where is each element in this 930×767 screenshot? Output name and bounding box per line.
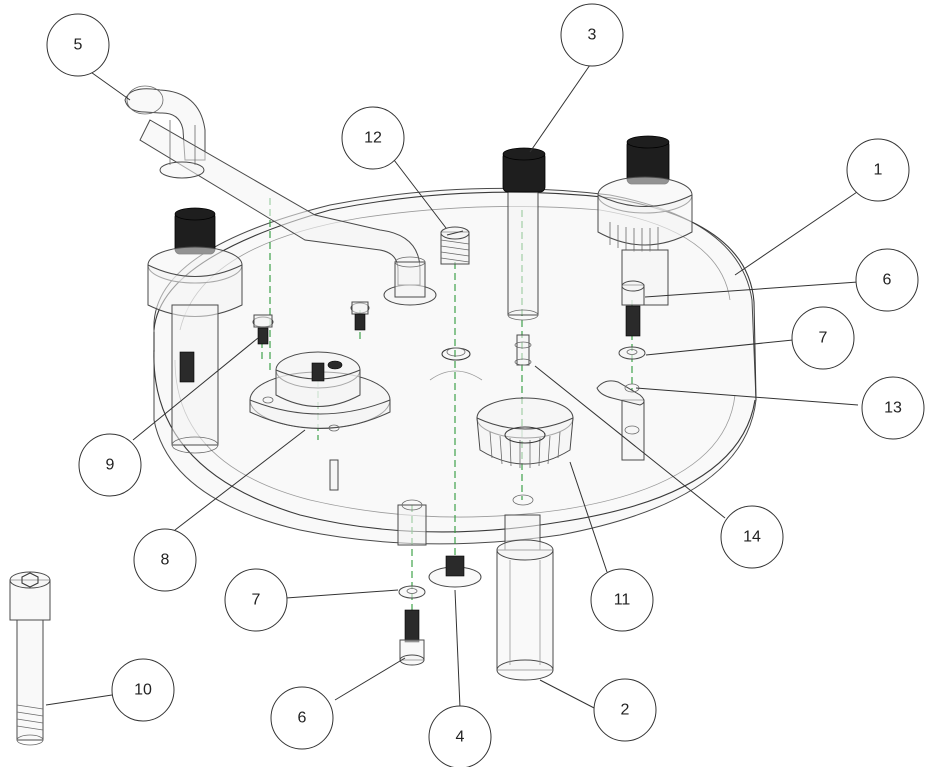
- callout-4: 4: [428, 705, 492, 767]
- svg-text:6: 6: [883, 272, 892, 289]
- fitting: [516, 334, 530, 366]
- leader-13: [635, 387, 859, 406]
- top-screw-thread: [625, 305, 641, 337]
- leader-14: [534, 365, 726, 519]
- bent-pipe: [124, 85, 437, 306]
- callout-3: 3: [560, 3, 624, 67]
- left-knob-assembly: [147, 207, 243, 454]
- svg-text:6: 6: [298, 710, 307, 727]
- bottom-parts: [9, 499, 554, 746]
- leader-lines: [45, 64, 861, 711]
- callout-13: 13: [861, 376, 925, 440]
- leader-1: [734, 189, 861, 276]
- svg-text:7: 7: [252, 592, 261, 609]
- svg-text:12: 12: [364, 130, 382, 147]
- leader-7-top: [645, 339, 794, 356]
- flange-8: [249, 351, 391, 491]
- bottom-sleeve: [496, 549, 554, 671]
- left-set-screw: [179, 351, 195, 383]
- callout-7-bottom: 7: [224, 568, 288, 632]
- svg-text:13: 13: [884, 400, 902, 417]
- bottom-washer: [398, 585, 426, 599]
- callout-14: 14: [720, 505, 784, 569]
- top-fasteners: [514, 280, 646, 435]
- leader-7-bottom: [285, 589, 399, 599]
- callout-7-top: 7: [791, 306, 855, 370]
- leader-12: [393, 159, 447, 229]
- callout-12: 12: [341, 106, 405, 170]
- svg-text:5: 5: [74, 37, 83, 54]
- callout-9: 9: [78, 433, 142, 497]
- callout-6-top: 6: [855, 248, 919, 312]
- callout-balloons: 1 2 3 4 5 6 6 7 7 8 9 10 11 12 13 14: [46, 3, 925, 767]
- svg-text:1: 1: [874, 162, 883, 179]
- leader-5: [87, 69, 131, 101]
- leader-2: [539, 679, 599, 711]
- callout-10: 10: [111, 658, 175, 722]
- callout-11: 11: [590, 568, 654, 632]
- small-screws: [252, 301, 370, 345]
- svg-text:9: 9: [106, 457, 115, 474]
- callout-6-bottom: 6: [270, 686, 334, 750]
- callout-2: 2: [593, 678, 657, 742]
- flange-screw: [311, 362, 325, 382]
- leader-9: [132, 337, 259, 441]
- center-seat: [429, 347, 483, 381]
- callout-5: 5: [46, 13, 110, 77]
- svg-text:3: 3: [588, 27, 597, 44]
- leader-3: [529, 64, 591, 153]
- leader-10: [45, 694, 113, 706]
- svg-text:14: 14: [743, 529, 761, 546]
- knurled-nut: [476, 397, 574, 506]
- svg-text:4: 4: [456, 729, 465, 746]
- callout-1: 1: [846, 138, 910, 202]
- svg-text:11: 11: [614, 592, 631, 609]
- svg-text:7: 7: [819, 330, 828, 347]
- threaded-plug: [440, 226, 470, 265]
- callout-8: 8: [133, 528, 197, 592]
- clip: [596, 380, 645, 406]
- leader-6-bottom: [334, 657, 406, 701]
- leader-8: [174, 429, 306, 531]
- svg-text:8: 8: [161, 552, 170, 569]
- long-bolt-shank: [16, 619, 44, 741]
- leader-11: [569, 461, 608, 573]
- leader-4: [454, 589, 461, 709]
- top-washer: [618, 346, 646, 360]
- svg-text:10: 10: [134, 682, 152, 699]
- svg-text:2: 2: [621, 702, 630, 719]
- leader-6-top: [644, 281, 859, 298]
- top-tube: [502, 147, 546, 321]
